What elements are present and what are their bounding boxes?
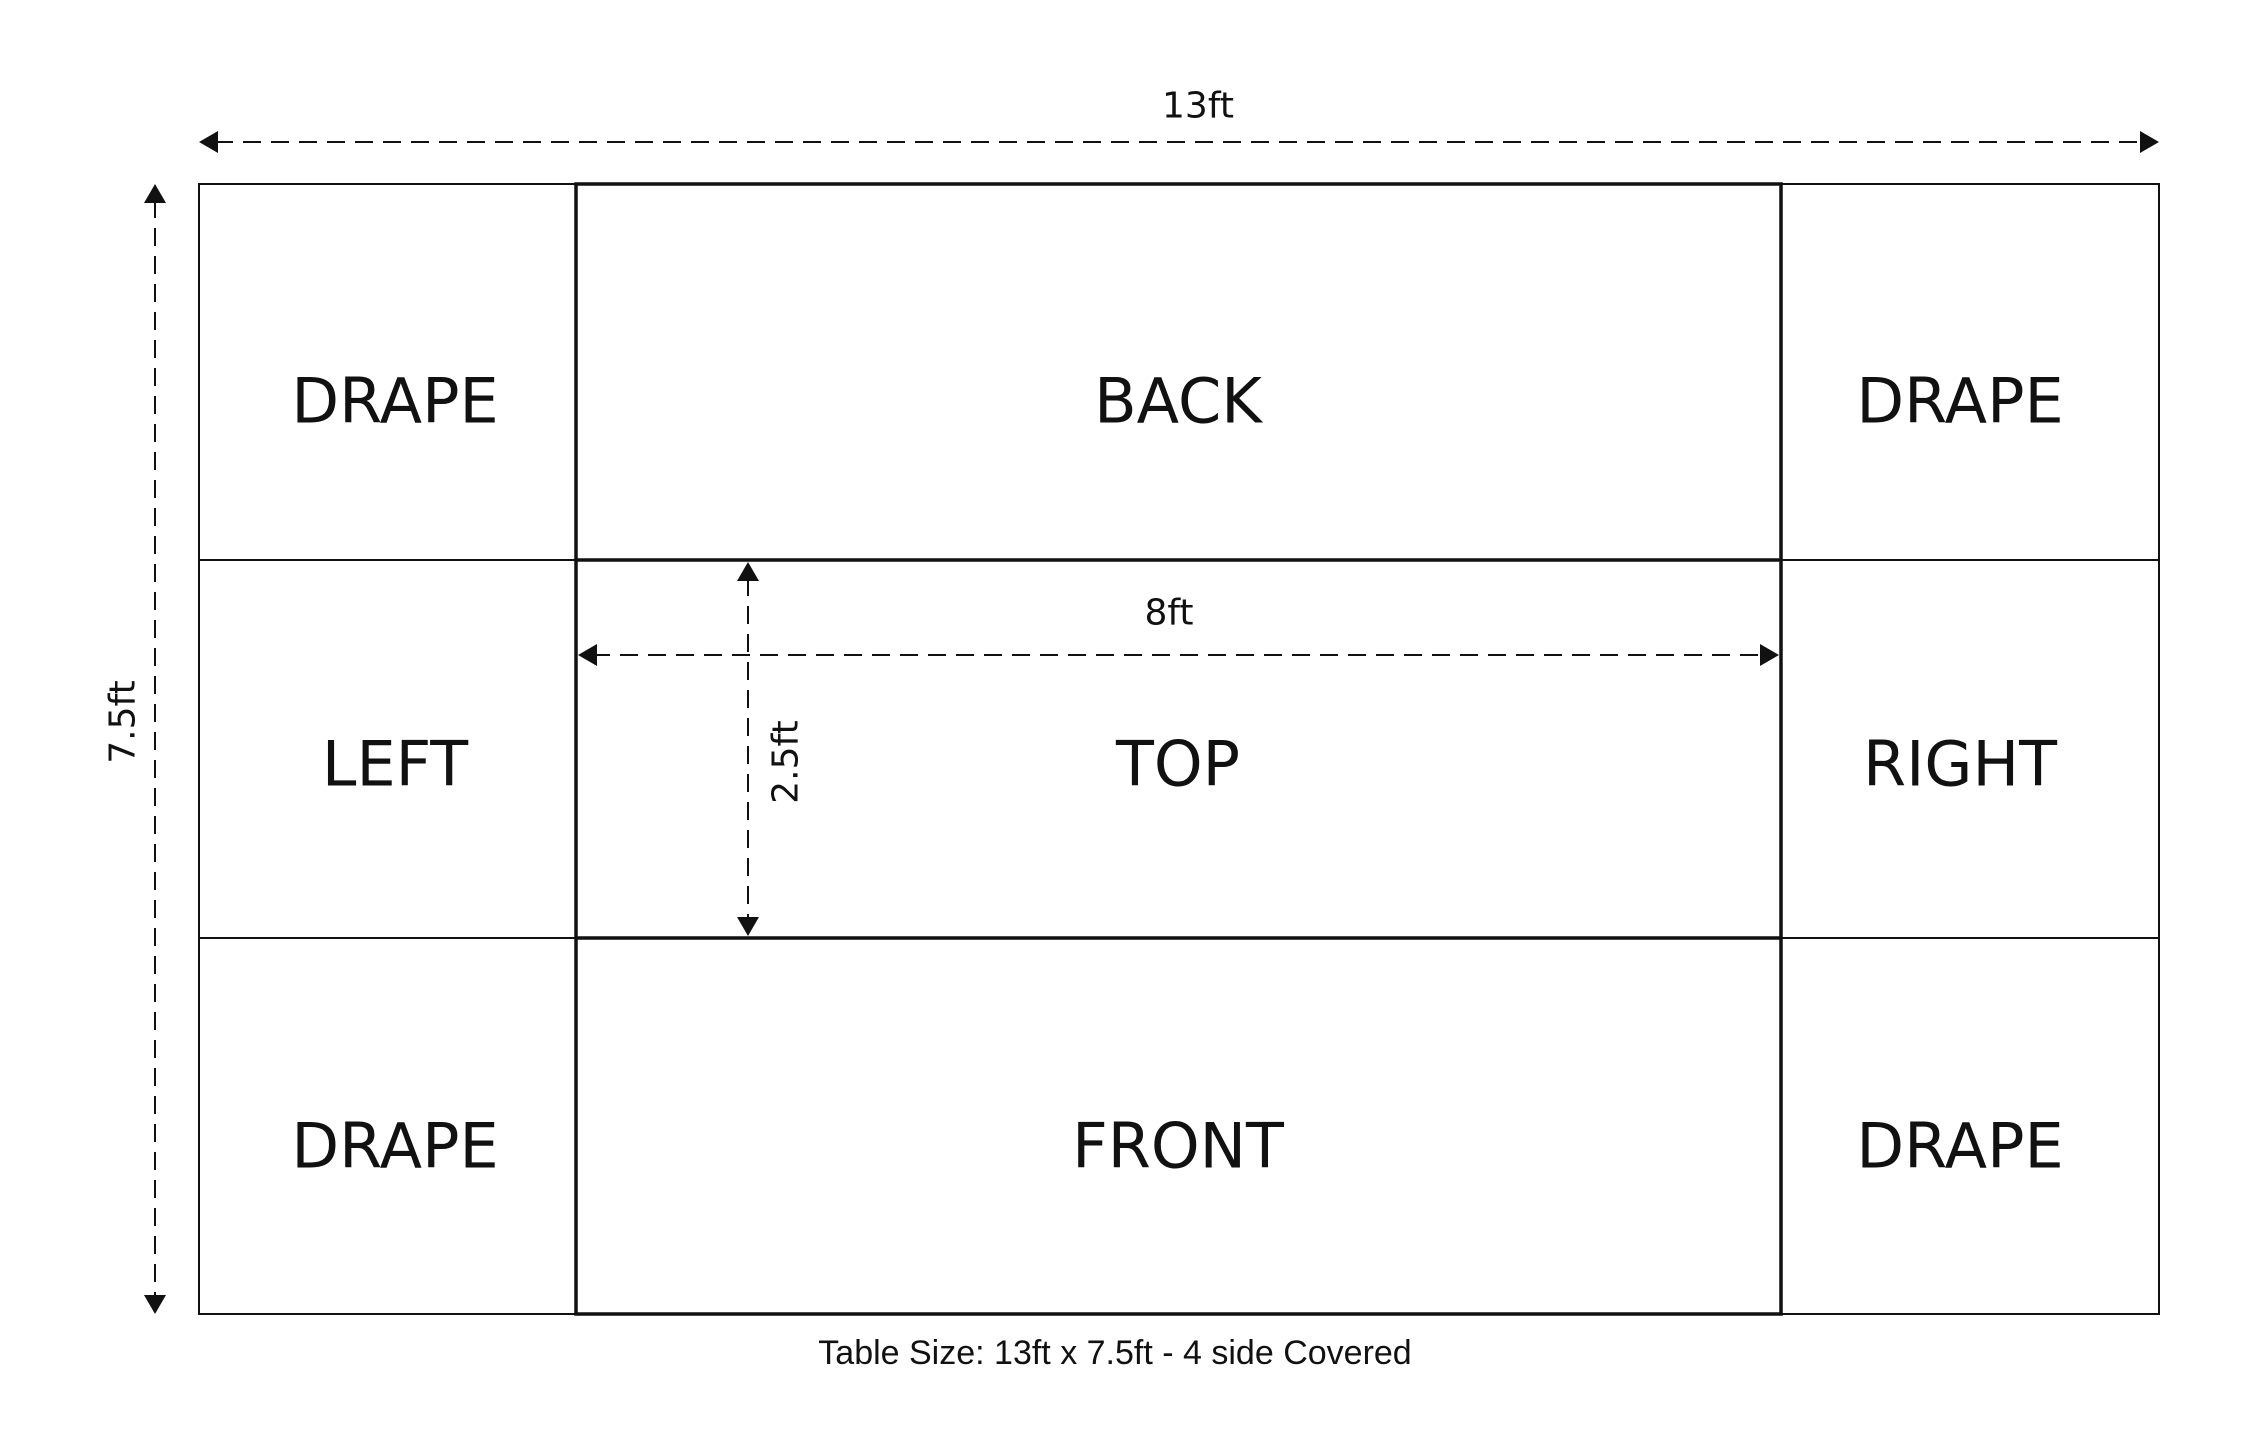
overall-width-arrow: [199, 131, 2159, 153]
top-width-arrow: [578, 644, 1779, 666]
panel-drape-bottom-right: DRAPE: [1856, 1110, 2063, 1183]
center-column-boundary: [574, 182, 1783, 1316]
overall-height-label: 7.5ft: [103, 680, 144, 763]
top-depth-label: 2.5ft: [766, 720, 807, 803]
panel-drape-top-left: DRAPE: [291, 365, 498, 438]
panel-left: LEFT: [322, 728, 469, 801]
panel-top: TOP: [1115, 728, 1240, 801]
caption: Table Size: 13ft x 7.5ft - 4 side Covere…: [818, 1334, 1411, 1372]
panel-drape-top-right: DRAPE: [1856, 365, 2063, 438]
overall-width-label: 13ft: [1162, 86, 1234, 127]
overall-height-arrow: [144, 184, 166, 1314]
panel-back: BACK: [1094, 365, 1263, 438]
top-width-label: 8ft: [1144, 593, 1193, 634]
panel-front: FRONT: [1072, 1110, 1285, 1183]
panel-drape-bottom-left: DRAPE: [291, 1110, 498, 1183]
top-depth-arrow: [737, 562, 759, 936]
panel-right: RIGHT: [1863, 728, 2058, 801]
